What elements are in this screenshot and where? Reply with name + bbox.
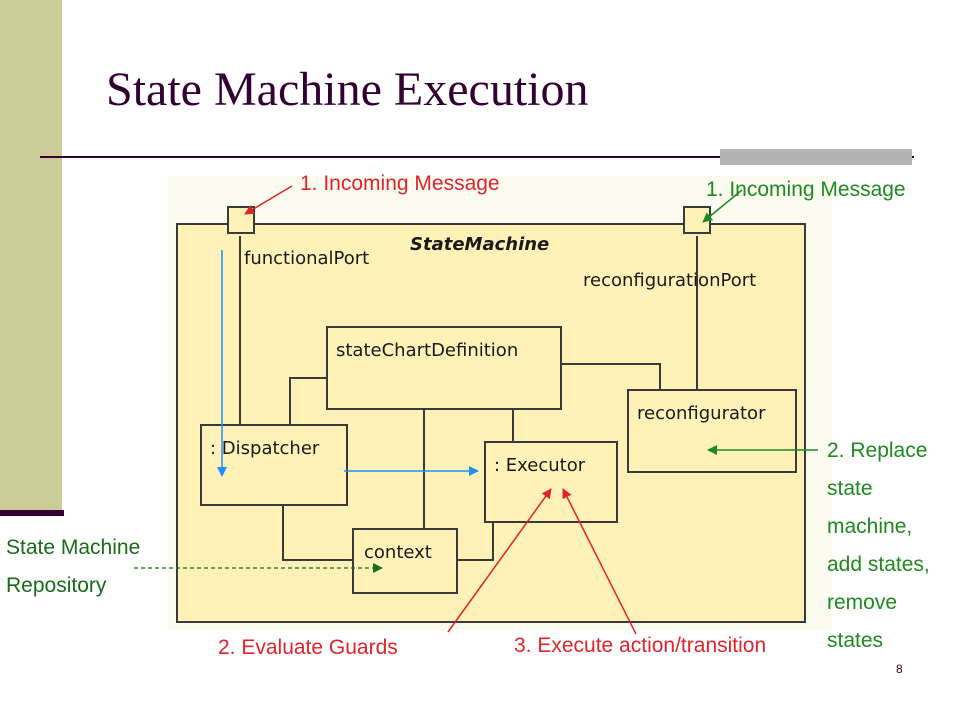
left-accent-band [0, 0, 62, 512]
evaluate-guards-arrow [447, 488, 552, 633]
executor-label: : Executor [494, 455, 586, 476]
page-number: 8 [896, 662, 903, 676]
evaluate-guards-label: 2. Evaluate Guards [218, 636, 398, 659]
repository-line: State Machine [6, 536, 141, 559]
functional-port-label: functionalPort [244, 248, 370, 269]
dispatcher-context-connector [282, 505, 352, 561]
context-box: context [352, 528, 458, 594]
replace-line: 2. Replace [827, 439, 928, 462]
dispatcher-label: : Dispatcher [210, 438, 320, 459]
definition-reconfigurator-connector [562, 363, 661, 389]
replace-line: states [827, 629, 884, 652]
title-accent-bar [720, 149, 912, 165]
slide-title: State Machine Execution [106, 63, 589, 116]
incoming-left-arrow [244, 185, 293, 215]
replace-annotation: 2. Replace state machine, add states, re… [827, 432, 930, 660]
left-accent-tick [0, 510, 64, 516]
title-rule [40, 156, 914, 158]
execute-action-label: 3. Execute action/transition [514, 634, 767, 657]
reconfigurator-label: reconfigurator [637, 403, 766, 424]
incoming-message-left-label: 1. Incoming Message [300, 172, 500, 195]
incoming-right-arrow [702, 189, 743, 223]
context-label: context [364, 542, 432, 563]
replace-line: state [827, 477, 873, 500]
state-chart-definition-box: stateChartDefinition [326, 326, 562, 410]
incoming-message-right-label: 1. Incoming Message [706, 178, 906, 201]
replace-line: remove [827, 591, 898, 614]
state-chart-definition-label: stateChartDefinition [336, 340, 519, 361]
execute-action-arrow [562, 488, 637, 635]
replace-line: machine, [827, 515, 913, 538]
dispatcher-box: : Dispatcher [200, 424, 348, 506]
repository-annotation: State Machine Repository [6, 529, 140, 605]
functional-port [227, 206, 255, 234]
statemachine-label: StateMachine [410, 234, 550, 255]
executor-box: : Executor [484, 441, 618, 523]
context-executor-connector [458, 523, 494, 561]
replace-line: add states, [827, 553, 930, 576]
reconfiguration-port-label: reconfigurationPort [583, 270, 757, 291]
reconfigurator-box: reconfigurator [627, 389, 797, 473]
definition-dispatcher-connector [289, 377, 328, 424]
repository-line: Repository [6, 574, 107, 597]
